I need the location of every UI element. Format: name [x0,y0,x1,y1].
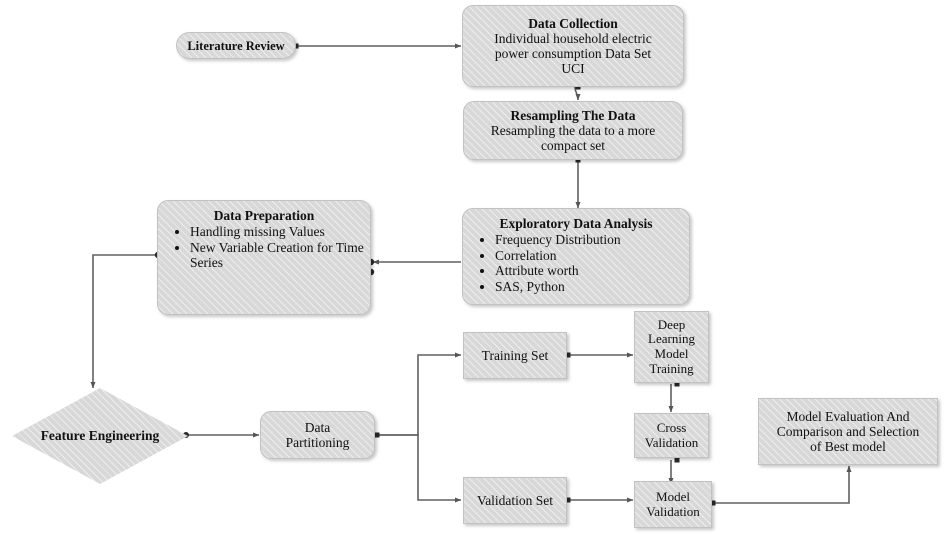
node-deep-learning-model-training[interactable]: Deep Learning Model Training [634,311,709,383]
cross-validation-line-1: Cross [656,419,687,435]
deep-learning-line-3: Model [654,346,689,361]
model-evaluation-line-1: Model Evaluation And [786,408,910,424]
node-resampling-the-data[interactable]: Resampling The Data Resampling the data … [463,101,683,160]
resampling-line-2: compact set [540,138,606,154]
cross-validation-line-2: Validation [644,434,699,450]
edge-partitioning-to-training [377,352,462,436]
data-collection-title: Data Collection [528,15,618,31]
eda-bullet-list: Frequency Distribution Correlation Attri… [469,232,683,295]
training-set-label: Training Set [481,347,549,363]
data-preparation-bullet-list: Handling missing Values New Variable Cre… [164,224,364,271]
edge-collection-to-resampling [574,86,581,101]
node-literature-review[interactable]: Literature Review [176,32,296,59]
node-model-evaluation[interactable]: Model Evaluation And Comparison and Sele… [758,398,938,465]
data-collection-line-1: Individual household electric [494,30,652,46]
node-training-set[interactable]: Training Set [463,332,567,379]
node-exploratory-data-analysis[interactable]: Exploratory Data Analysis Frequency Dist… [462,208,690,305]
deep-learning-line-1: Deep [657,316,686,332]
resampling-title: Resampling The Data [510,107,636,123]
model-evaluation-line-3: of Best model [810,439,886,455]
data-collection-line-2: power consumption Data Set [494,46,652,61]
eda-bullet-4: SAS, Python [495,279,683,295]
node-validation-set[interactable]: Validation Set [463,477,567,524]
model-evaluation-line-2: Comparison and Selection [776,423,920,439]
data-partitioning-line-1: Data [304,419,331,435]
node-data-preparation[interactable]: Data Preparation Handling missing Values… [157,200,371,315]
node-data-partitioning[interactable]: Data Partitioning [260,411,375,459]
eda-title: Exploratory Data Analysis [499,216,653,231]
edge-modelval-to-evaluation [713,465,852,504]
model-validation-line-1: Model [656,488,690,504]
data-partitioning-line-2: Partitioning [285,435,350,450]
validation-set-label: Validation Set [476,492,554,508]
eda-bullet-2: Correlation [495,248,683,264]
feature-engineering-label: Feature Engineering [40,428,160,443]
edge-preparation-to-feature [90,254,156,389]
deep-learning-line-2: Learning [648,331,695,347]
edge-partitioning-to-validation [377,434,462,503]
node-cross-validation[interactable]: Cross Validation [634,413,709,458]
data-collection-line-3: UCI [561,61,585,77]
node-model-validation[interactable]: Model Validation [634,481,712,528]
data-preparation-title: Data Preparation [213,208,315,223]
node-data-collection[interactable]: Data Collection Individual household ele… [462,5,684,87]
resampling-line-1: Resampling the data to a more [490,122,656,138]
node-feature-engineering[interactable]: Feature Engineering [12,388,188,484]
deep-learning-line-4: Training [649,360,694,376]
data-preparation-bullet-2: New Variable Creation for Time Series [190,240,364,271]
data-preparation-bullet-1: Handling missing Values [190,224,364,240]
literature-review-label: Literature Review [187,38,285,53]
eda-bullet-1: Frequency Distribution [495,232,683,248]
eda-bullet-3: Attribute worth [495,263,683,279]
model-validation-line-2: Validation [646,503,700,519]
